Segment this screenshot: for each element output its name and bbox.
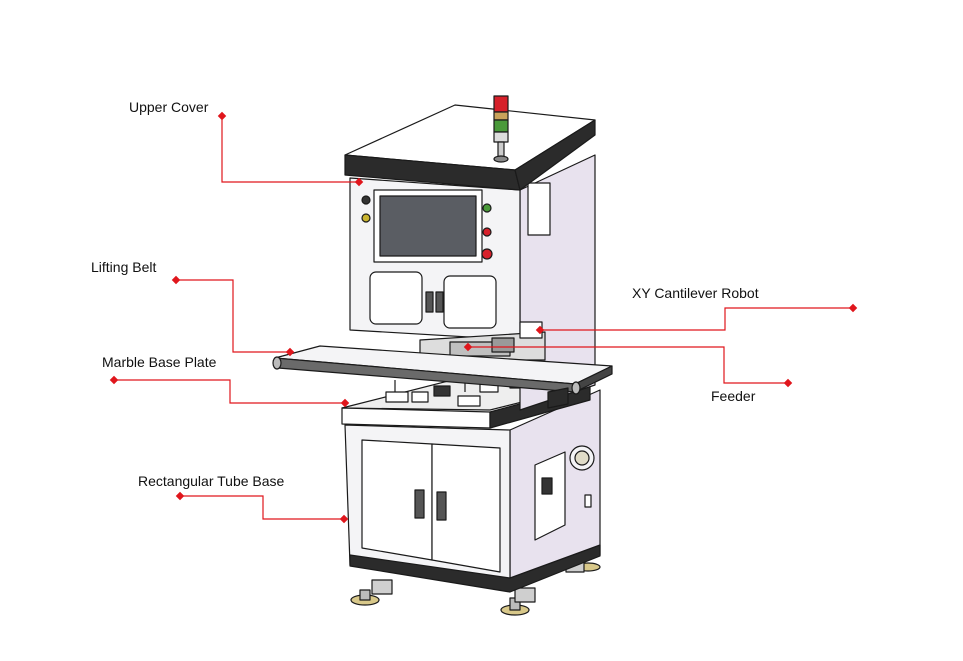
leveling-feet	[350, 557, 601, 616]
lifting-belt-conveyor	[272, 345, 613, 409]
label-upper-cover: Upper Cover	[129, 99, 209, 115]
label-feeder: Feeder	[711, 388, 756, 404]
marker-marble-start	[109, 375, 119, 385]
marker-robot-start	[848, 303, 858, 313]
marker-robot-end	[535, 325, 545, 335]
label-lifting-belt: Lifting Belt	[91, 259, 157, 275]
upper-body	[344, 95, 596, 411]
marker-lifting-belt-start	[171, 275, 181, 285]
label-marble-base-plate: Marble Base Plate	[102, 354, 217, 370]
leader-markers	[109, 111, 858, 524]
rectangular-tube-base-cabinet	[344, 389, 601, 593]
marker-lifting-belt-end	[285, 347, 295, 357]
leader-rectangular-tube-base	[180, 495, 344, 520]
leader-upper-cover	[221, 116, 359, 183]
leader-feeder	[468, 346, 788, 384]
leader-lifting-belt	[176, 279, 290, 353]
leader-xy-cantilever-robot	[540, 307, 853, 331]
marker-marble-end	[340, 398, 350, 408]
marker-upper-cover-start	[217, 111, 227, 121]
label-rectangular-tube-base: Rectangular Tube Base	[138, 473, 285, 489]
marker-feeder-end	[463, 342, 473, 352]
label-xy-cantilever-robot: XY Cantilever Robot	[632, 285, 759, 301]
marker-tube-base-end	[339, 514, 349, 524]
marker-upper-cover-end	[354, 177, 364, 187]
leader-marble-base-plate	[114, 379, 345, 404]
leader-lines	[114, 116, 853, 520]
marker-tube-base-start	[175, 491, 185, 501]
machine-illustration	[272, 95, 613, 616]
marker-feeder-start	[783, 378, 793, 388]
